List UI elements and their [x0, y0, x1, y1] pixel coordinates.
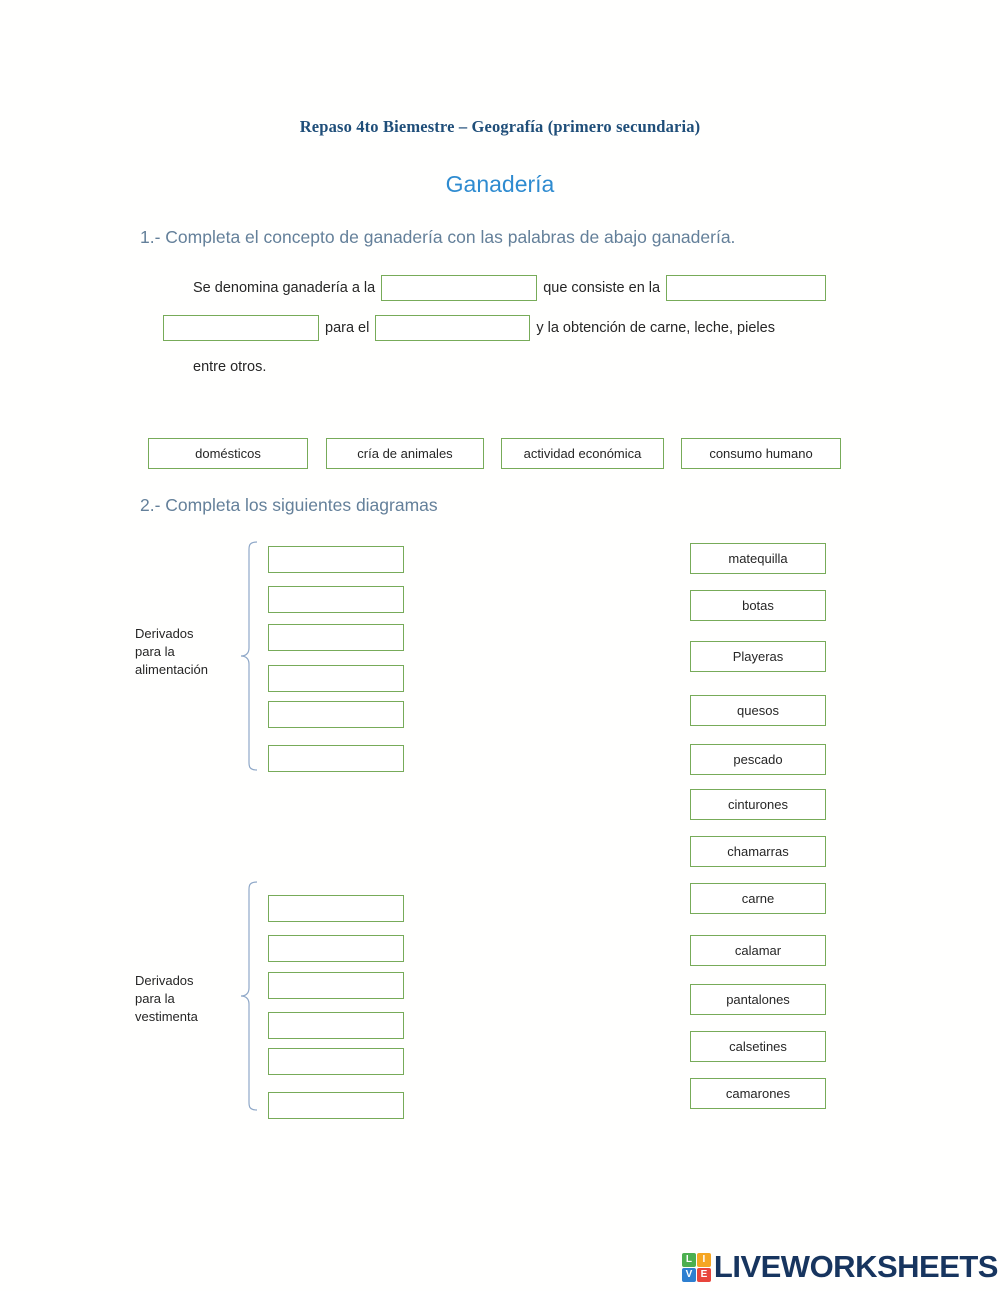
- diagram2-blank-input[interactable]: [268, 935, 404, 962]
- diagram-blank-list: [268, 880, 404, 1119]
- answer-bank-item[interactable]: pescado: [690, 744, 826, 775]
- answer-bank-section2: matequilla botas Playeras quesos pescado…: [690, 543, 826, 1109]
- diagram1-blank-input[interactable]: [268, 624, 404, 651]
- diagram-label-vestimenta: Derivados para la vestimenta: [135, 972, 231, 1026]
- blank-input-3[interactable]: [163, 315, 319, 341]
- sentence-part-5: entre otros.: [193, 359, 267, 375]
- sentence-part-4: y la obtención de carne, leche, pieles: [536, 320, 775, 336]
- instruction-1: 1.- Completa el concepto de ganadería co…: [140, 227, 736, 247]
- blank-input-4[interactable]: [375, 315, 531, 341]
- diagram-label-line: para la: [135, 644, 175, 659]
- diagram1-blank-input[interactable]: [268, 701, 404, 728]
- instruction-2: 2.- Completa los siguientes diagramas: [140, 495, 438, 515]
- blank-input-1[interactable]: [381, 275, 538, 301]
- worksheet-subtitle: Ganadería: [445, 171, 555, 197]
- word-bank-item[interactable]: cría de animales: [326, 438, 484, 469]
- paragraph-line-1: Se denomina ganadería a la que consiste …: [193, 268, 893, 308]
- logo-cell-l: L: [681, 1252, 696, 1267]
- logo-cell-i: I: [696, 1252, 711, 1267]
- answer-bank-item[interactable]: matequilla: [690, 543, 826, 574]
- word-bank-item[interactable]: domésticos: [148, 438, 308, 469]
- diagram1-blank-input[interactable]: [268, 546, 404, 573]
- sentence-part-1: Se denomina ganadería a la: [193, 280, 376, 296]
- answer-bank-item[interactable]: calsetines: [690, 1031, 826, 1062]
- diagram-label-line: alimentación: [135, 662, 208, 677]
- logo-wordmark: LIVEWORKSHEETS: [713, 1249, 999, 1284]
- diagram2-blank-input[interactable]: [268, 1012, 404, 1039]
- answer-bank-item[interactable]: quesos: [690, 695, 826, 726]
- logo-cell-e: E: [696, 1267, 711, 1282]
- answer-bank-item[interactable]: camarones: [690, 1078, 826, 1109]
- diagram-label-line: Derivados: [135, 973, 194, 988]
- logo-cell-v: V: [681, 1267, 696, 1282]
- answer-bank-item[interactable]: chamarras: [690, 836, 826, 867]
- diagram2-blank-input[interactable]: [268, 1092, 404, 1119]
- diagram2-blank-input[interactable]: [268, 972, 404, 999]
- blank-input-2[interactable]: [666, 275, 827, 301]
- sentence-part-2: que consiste en la: [543, 280, 661, 296]
- answer-bank-item[interactable]: calamar: [690, 935, 826, 966]
- word-bank-item[interactable]: consumo humano: [681, 438, 841, 469]
- diagram-label-line: para la: [135, 991, 175, 1006]
- sentence-part-3: para el: [325, 320, 370, 336]
- brace-icon: [240, 881, 258, 1111]
- paragraph-line-2: para el y la obtención de carne, leche, …: [163, 308, 893, 348]
- answer-bank-item[interactable]: Playeras: [690, 641, 826, 672]
- answer-bank-item[interactable]: pantalones: [690, 984, 826, 1015]
- word-bank-section1: domésticos cría de animales actividad ec…: [148, 438, 841, 469]
- diagram1-blank-input[interactable]: [268, 665, 404, 692]
- answer-bank-item[interactable]: cinturones: [690, 789, 826, 820]
- fill-in-paragraph: Se denomina ganadería a la que consiste …: [163, 268, 893, 386]
- answer-bank-item[interactable]: botas: [690, 590, 826, 621]
- diagram2-blank-input[interactable]: [268, 1048, 404, 1075]
- live-logo-icon: L I V E: [681, 1252, 711, 1282]
- diagram-label-line: Derivados: [135, 626, 194, 641]
- brace-icon: [240, 541, 258, 771]
- diagram-label-alimentacion: Derivados para la alimentación: [135, 625, 231, 679]
- paragraph-line-3: entre otros.: [193, 348, 893, 386]
- diagram-label-line: vestimenta: [135, 1009, 198, 1024]
- word-bank-item[interactable]: actividad económica: [501, 438, 664, 469]
- diagram-blank-list: [268, 540, 404, 772]
- page-title: Repaso 4to Biemestre – Geografía (primer…: [299, 117, 701, 136]
- liveworksheets-logo[interactable]: L I V E LIVEWORKSHEETS: [681, 1249, 999, 1285]
- diagram1-blank-input[interactable]: [268, 745, 404, 772]
- diagram1-blank-input[interactable]: [268, 586, 404, 613]
- answer-bank-item[interactable]: carne: [690, 883, 826, 914]
- diagram2-blank-input[interactable]: [268, 895, 404, 922]
